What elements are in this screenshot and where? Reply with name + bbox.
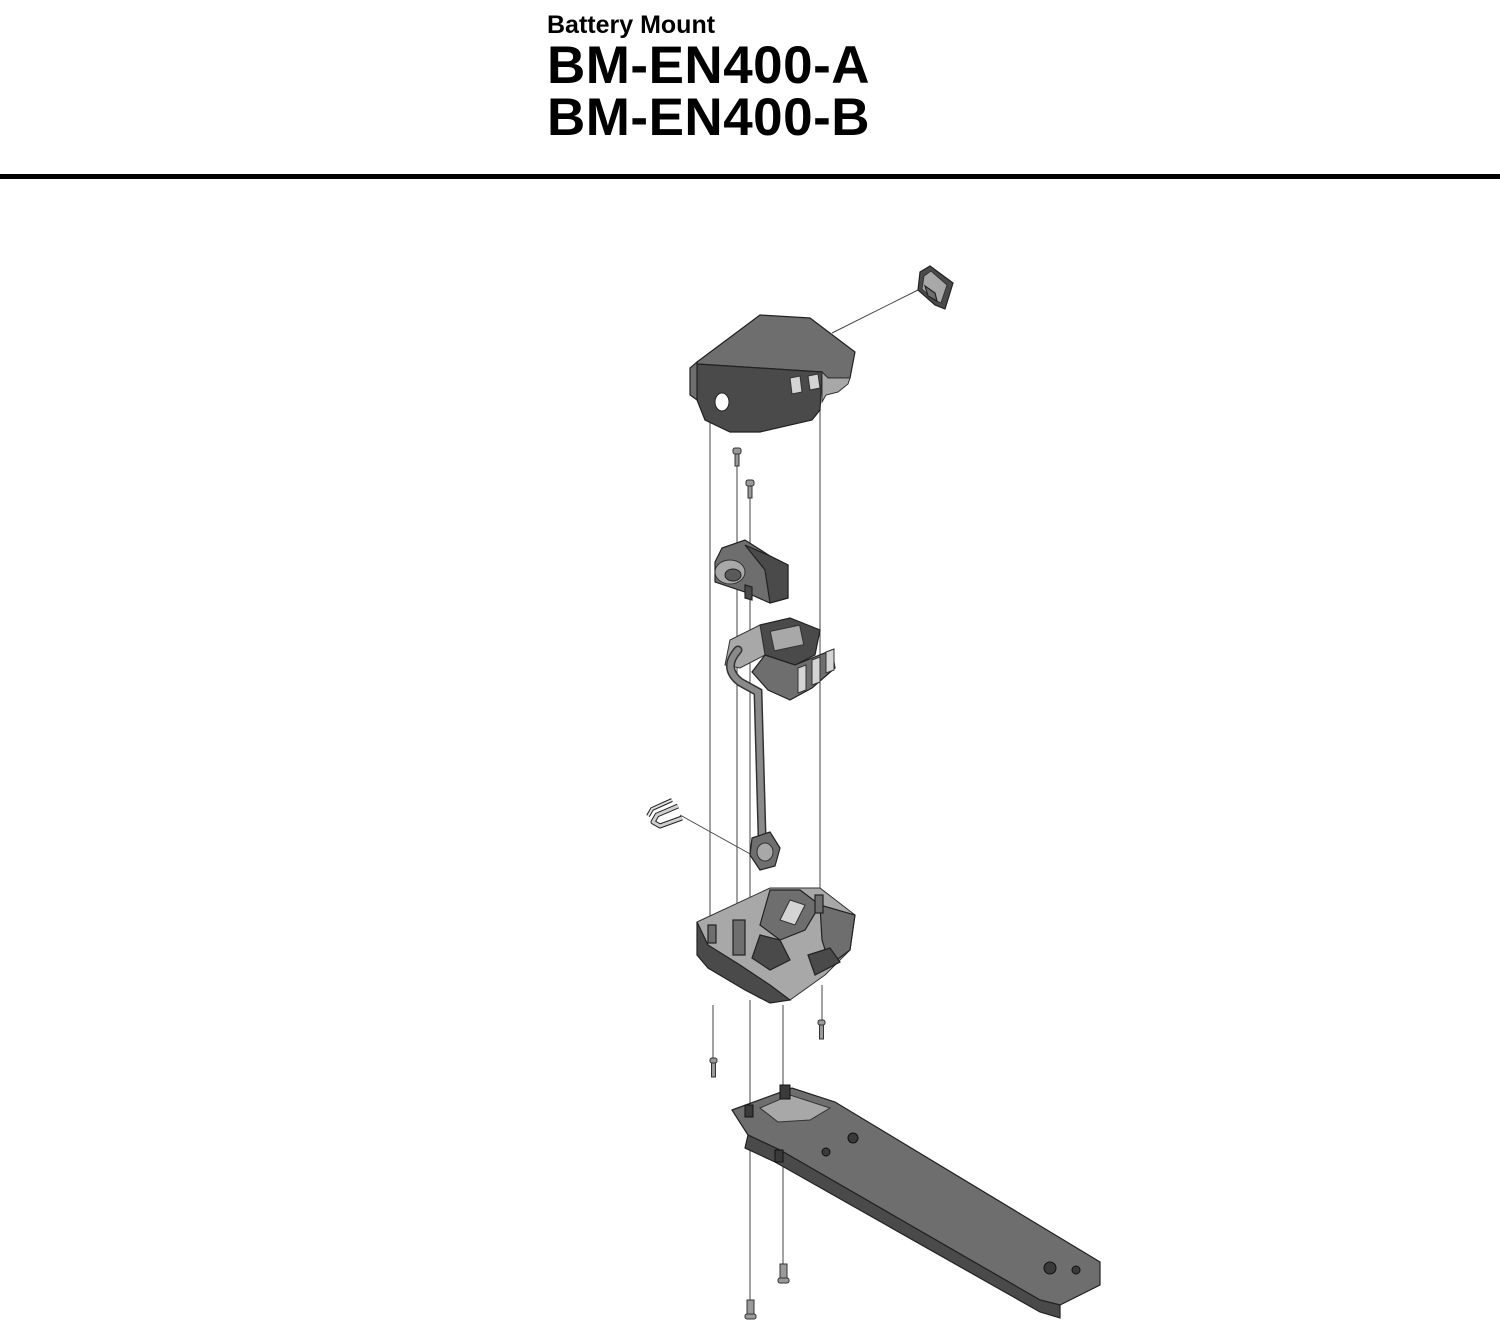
model-name-b: BM-EN400-B	[547, 88, 871, 147]
upper-screw-right	[745, 479, 755, 499]
mid-screw-left	[709, 1057, 718, 1078]
subtitle: Battery Mount	[547, 11, 716, 39]
connector-housing	[714, 539, 789, 604]
model-name-a: BM-EN400-A	[547, 36, 871, 95]
end-cap	[917, 265, 954, 310]
lower-housing	[696, 887, 856, 1004]
base-rail	[731, 1084, 1101, 1319]
mid-screw-right	[817, 1019, 826, 1040]
retaining-clip	[646, 798, 683, 829]
upper-screw-left	[732, 447, 742, 467]
header-divider	[0, 174, 1500, 179]
bottom-screw-right	[777, 1263, 790, 1284]
title-block: Battery Mount BM-EN400-A BM-EN400-B	[547, 10, 870, 144]
wire-harness	[726, 645, 781, 871]
top-cover	[689, 314, 856, 433]
bottom-screw-left	[744, 1299, 757, 1320]
terminal-block	[724, 617, 836, 701]
